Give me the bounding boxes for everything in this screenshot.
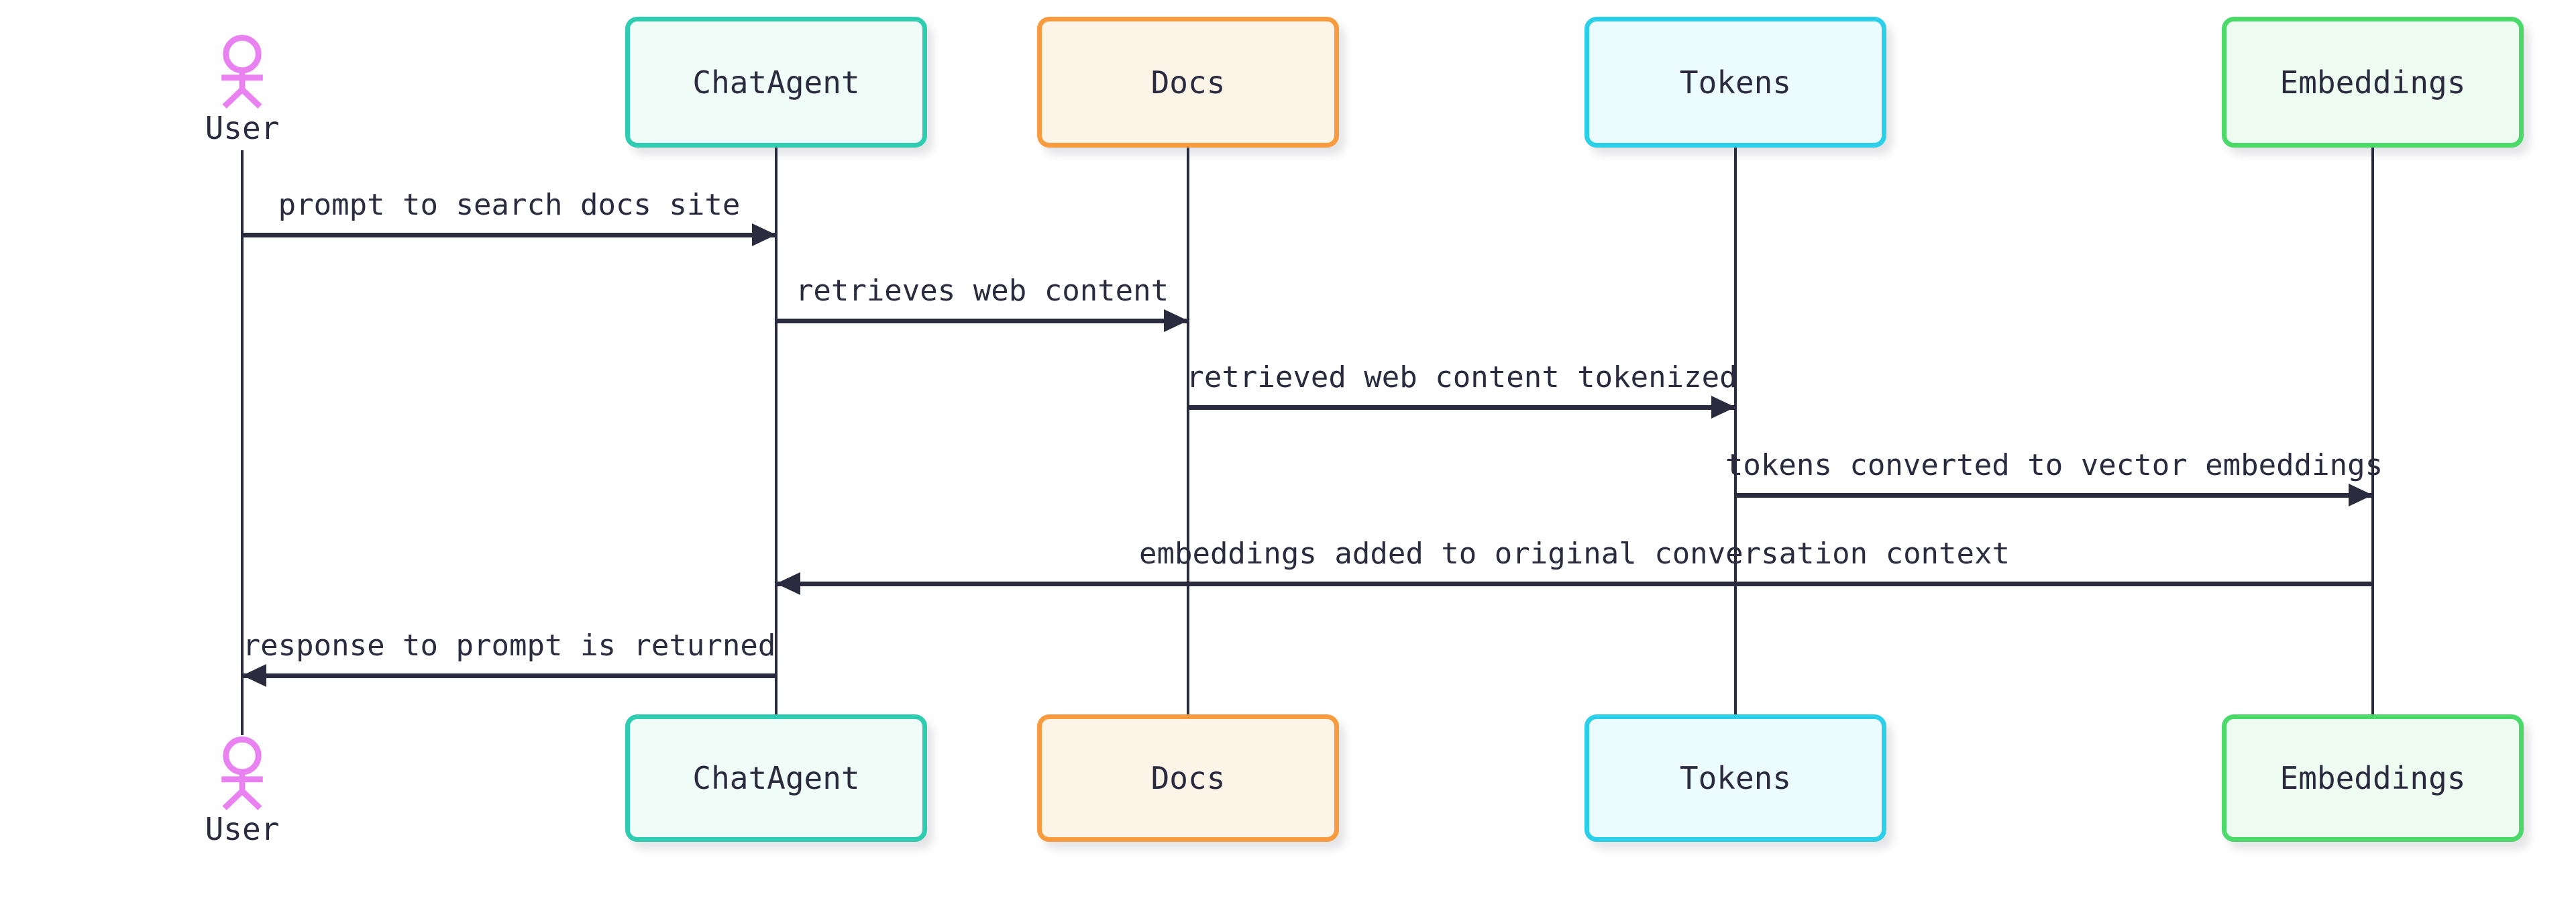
- message-line-6: [242, 673, 776, 678]
- participant-label-chatagent-top: ChatAgent: [692, 64, 860, 101]
- participant-docs-top: Docs: [1037, 17, 1339, 148]
- actor-label-user-top: User: [205, 110, 280, 146]
- participant-label-tokens-top: Tokens: [1679, 64, 1792, 101]
- message-label-1: prompt to search docs site: [278, 188, 741, 222]
- participant-docs-bottom: Docs: [1037, 714, 1339, 842]
- arrowhead-right-icon: [1164, 309, 1188, 332]
- message-label-3: retrieved web content tokenized: [1186, 360, 1737, 394]
- arrowhead-right-icon: [2349, 484, 2373, 506]
- message-label-6: response to prompt is returned: [242, 629, 776, 663]
- message-line-3: [1188, 405, 1735, 410]
- actor-label-user-bottom: User: [205, 811, 280, 847]
- lifeline-embeddings: [2371, 146, 2374, 716]
- arrowhead-left-icon: [776, 572, 800, 595]
- lifeline-chatagent: [775, 146, 777, 716]
- participant-label-embeddings-top: Embeddings: [2279, 64, 2466, 101]
- participant-chatagent-bottom: ChatAgent: [625, 714, 927, 842]
- arrowhead-left-icon: [242, 664, 266, 687]
- participant-label-docs-bottom: Docs: [1150, 760, 1226, 796]
- lifeline-tokens: [1734, 146, 1737, 716]
- arrowhead-right-icon: [1711, 396, 1735, 419]
- participant-chatagent-top: ChatAgent: [625, 17, 927, 148]
- message-label-2: retrieves web content: [795, 274, 1169, 308]
- participant-label-embeddings-bottom: Embeddings: [2279, 760, 2466, 796]
- participant-tokens-bottom: Tokens: [1585, 714, 1886, 842]
- arrowhead-right-icon: [752, 223, 776, 246]
- participant-tokens-top: Tokens: [1585, 17, 1886, 148]
- message-line-1: [242, 233, 776, 237]
- message-line-5: [776, 582, 2373, 586]
- participant-embeddings-bottom: Embeddings: [2222, 714, 2524, 842]
- user-actor-icon: [205, 34, 279, 109]
- message-label-4: tokens converted to vector embeddings: [1725, 448, 2383, 482]
- message-line-4: [1735, 493, 2373, 498]
- participant-embeddings-top: Embeddings: [2222, 17, 2524, 148]
- message-line-2: [776, 319, 1188, 323]
- participant-label-docs-top: Docs: [1150, 64, 1226, 101]
- message-label-5: embeddings added to original conversatio…: [1138, 537, 2010, 571]
- participant-label-tokens-bottom: Tokens: [1679, 760, 1792, 796]
- participant-label-chatagent-bottom: ChatAgent: [692, 760, 860, 796]
- lifeline-user: [241, 150, 244, 735]
- user-actor-icon: [205, 737, 279, 810]
- lifeline-docs: [1187, 146, 1189, 716]
